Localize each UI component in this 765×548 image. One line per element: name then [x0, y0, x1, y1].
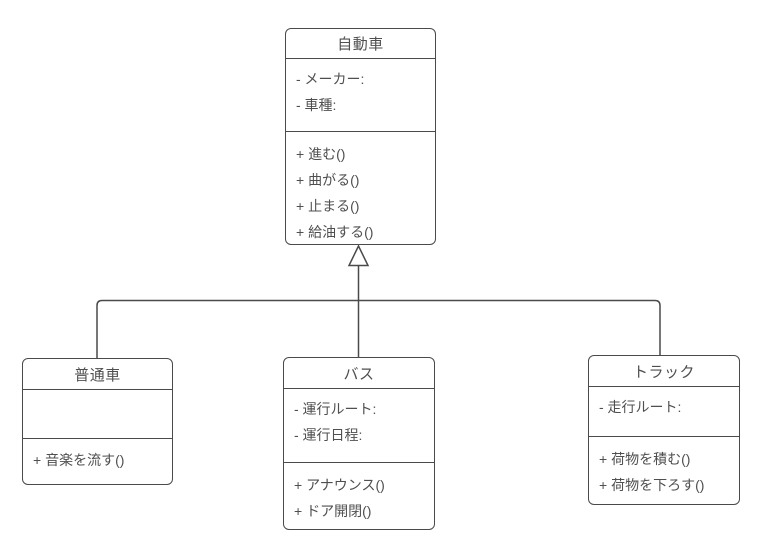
method-item: + 荷物を積む() — [599, 451, 691, 467]
attributes-compartment: - 走行ルート: — [589, 387, 739, 437]
generalization-line-truck — [358, 299, 661, 355]
class-title: トラック — [589, 356, 739, 387]
class-title: バス — [284, 358, 434, 389]
class-car: 自動車 - メーカー: - 車種: + 進む() + 曲がる() + 止まる()… — [285, 28, 436, 245]
class-truck: トラック - 走行ルート: + 荷物を積む() + 荷物を下ろす() — [588, 355, 740, 505]
class-title: 自動車 — [286, 29, 435, 59]
methods-compartment: + 荷物を積む() + 荷物を下ろす() — [589, 437, 739, 504]
method-item: + 進む() — [296, 146, 346, 162]
method-item: + アナウンス() — [294, 477, 385, 493]
method-item: + 止まる() — [296, 198, 360, 214]
attributes-compartment: - メーカー: - 車種: — [286, 59, 435, 132]
attributes-compartment — [23, 390, 172, 439]
attribute-item: - 運行ルート: — [294, 401, 377, 417]
attributes-compartment: - 運行ルート: - 運行日程: — [284, 389, 434, 463]
method-item: + 音楽を流す() — [33, 452, 125, 468]
method-item: + 曲がる() — [296, 172, 360, 188]
class-bus: バス - 運行ルート: - 運行日程: + アナウンス() + ドア開閉() — [283, 357, 435, 530]
method-item: + ドア開閉() — [294, 503, 372, 519]
attribute-item: - 運行日程: — [294, 427, 363, 443]
attribute-item: - 走行ルート: — [599, 399, 682, 415]
methods-compartment: + 音楽を流す() — [23, 439, 172, 484]
methods-compartment: + 進む() + 曲がる() + 止まる() + 給油する() — [286, 132, 435, 244]
method-item: + 荷物を下ろす() — [599, 477, 705, 493]
class-title: 普通車 — [23, 359, 172, 390]
attribute-item: - 車種: — [296, 97, 337, 113]
generalization-line-regular-car — [96, 299, 359, 358]
method-item: + 給油する() — [296, 224, 374, 240]
class-regular-car: 普通車 + 音楽を流す() — [22, 358, 173, 485]
attribute-item: - メーカー: — [296, 71, 365, 87]
methods-compartment: + アナウンス() + ドア開閉() — [284, 463, 434, 529]
generalization-arrow — [347, 244, 370, 267]
